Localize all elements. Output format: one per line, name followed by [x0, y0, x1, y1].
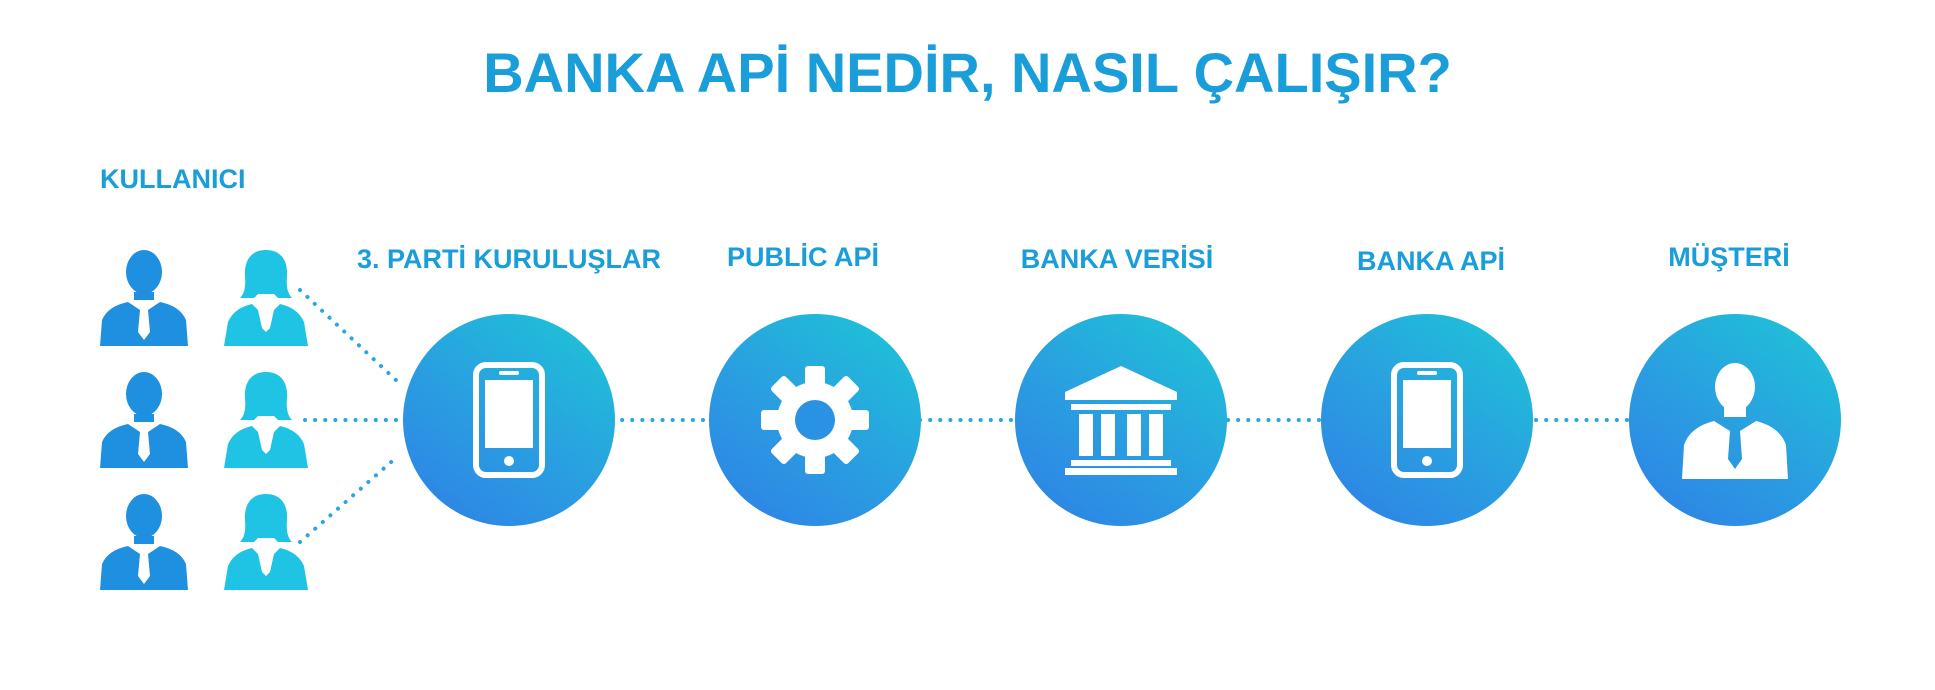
stage-label-bank-api: BANKA APİ — [1357, 246, 1505, 276]
stage-circle-third-party — [403, 314, 615, 526]
female-user-icon — [224, 250, 308, 346]
stage-label-third-party: 3. PARTİ KURULUŞLAR — [356, 244, 661, 274]
bank-icon — [1065, 366, 1177, 475]
stage-circle-public-api — [709, 314, 921, 526]
smartphone-icon — [473, 362, 545, 478]
smartphone-icon — [1391, 362, 1463, 478]
customer-icon — [1682, 363, 1788, 479]
male-user-icon — [100, 372, 188, 468]
female-user-icon — [224, 494, 308, 590]
stage-circle-bank-data — [1015, 314, 1227, 526]
gear-icon — [761, 366, 869, 474]
male-user-icon — [100, 250, 188, 346]
users-label: KULLANICI — [100, 164, 246, 194]
female-user-icon — [224, 372, 308, 468]
page-title: BANKA APİ NEDİR, NASIL ÇALIŞIR? — [483, 41, 1452, 104]
connector-user-top — [298, 288, 400, 384]
stage-label-public-api: PUBLİC APİ — [726, 242, 879, 272]
connector-user-bottom — [298, 454, 400, 544]
stage-label-bank-data: BANKA VERİSİ — [1020, 244, 1214, 274]
stage-circle-customer — [1629, 314, 1841, 526]
stage-circle-bank-api — [1321, 314, 1533, 526]
male-user-icon — [100, 494, 188, 590]
stage-label-customer: MÜŞTERİ — [1668, 242, 1790, 272]
